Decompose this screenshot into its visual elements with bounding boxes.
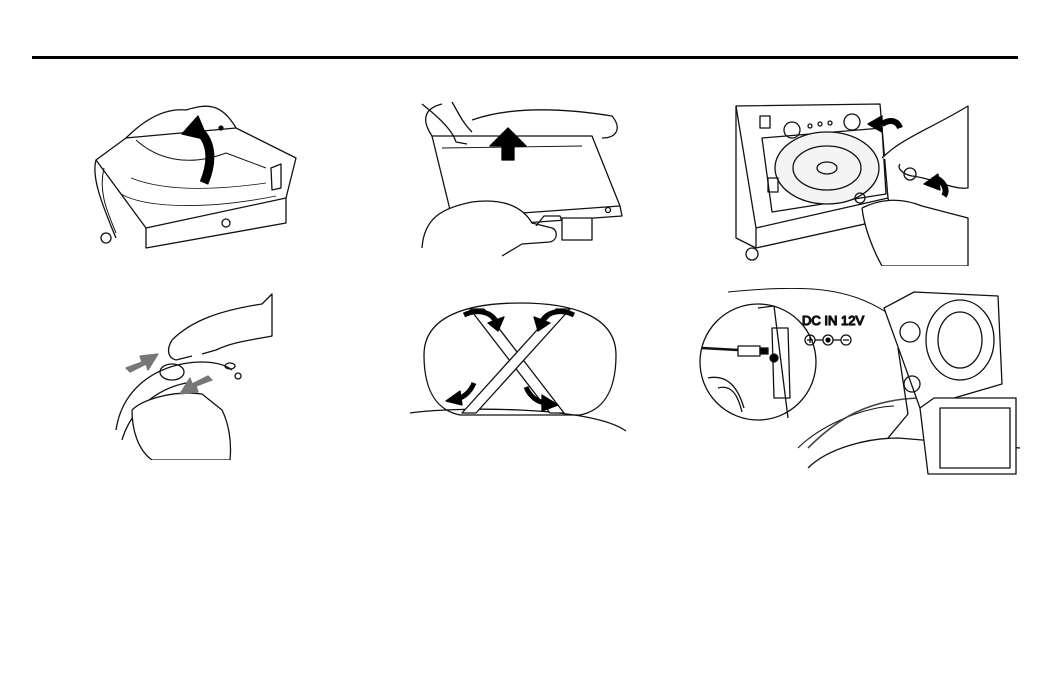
dc-in-label: DC IN 12V	[802, 313, 864, 328]
fig-headrest-straps	[410, 295, 630, 435]
fig-dc-connection: DC IN 12V	[698, 288, 1020, 476]
fig-load-disc	[732, 98, 972, 266]
fig-open-bag	[86, 98, 306, 258]
header-rule	[32, 56, 1018, 59]
fig-insert-player	[412, 98, 630, 258]
fig-buckle-strap	[112, 290, 274, 460]
